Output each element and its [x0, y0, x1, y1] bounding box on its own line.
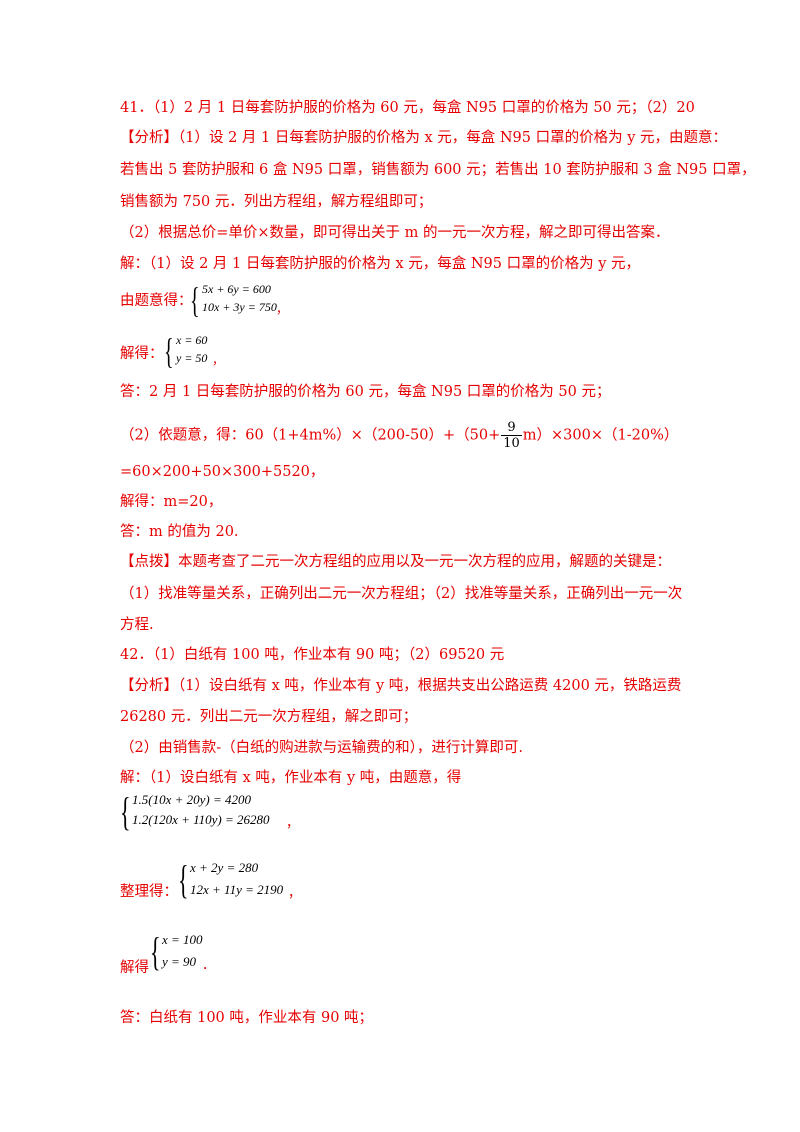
q42-solve-label: 解得: [120, 960, 149, 976]
brace-icon: {: [120, 789, 131, 834]
q41-answer: 41．（1）2 月 1 日每套防护服的价格为 60 元，每盒 N95 口罩的价格…: [120, 100, 695, 116]
analysis-tag: 【分析】: [120, 678, 178, 694]
part2-text-a: （2）依题意，得：60（1+4m%）×（200-50）+（50+: [120, 427, 501, 444]
comma: ，: [212, 353, 225, 367]
brace-icon: {: [150, 929, 161, 974]
equation: 10x + 3y = 750: [202, 300, 277, 314]
equation: x = 60: [176, 333, 208, 347]
q42-simplify-label: 整理得：: [120, 884, 178, 900]
q42-analysis-line-1: 【分析】（1）设白纸有 x 吨，作业本有 y 吨，根据共支出公路运费 4200 …: [120, 676, 681, 696]
q41-solve-label: 解得：: [120, 346, 164, 362]
analysis-tag: 【分析】: [120, 130, 178, 146]
equation: 1.5(10x + 20y) = 4200: [132, 792, 251, 807]
q42-analysis-line-2: 26280 元．列出二元一次方程组，解之即可；: [120, 709, 418, 725]
equation: x = 100: [162, 932, 203, 947]
q41-comment-line-2: （1）找准等量关系，正确列出二元一次方程组；（2）找准等量关系，正确列出一元一次: [120, 586, 683, 602]
q42-simplify-system: { x + 2y = 280 12x + 11y = 2190 ，: [178, 860, 318, 904]
q41-setup-label: 由题意得：: [120, 293, 193, 309]
brace-icon: {: [164, 331, 174, 371]
fraction-numerator: 9: [501, 420, 522, 436]
brace-icon: {: [190, 280, 200, 320]
analysis-text: （1）设白纸有 x 吨，作业本有 y 吨，根据共支出公路运费 4200 元，铁路…: [178, 678, 682, 694]
q41-setup-system: { 5x + 6y = 600 10x + 3y = 750 ，: [190, 282, 300, 322]
analysis-text: （1）设 2 月 1 日每套防护服的价格为 x 元，每盒 N95 口罩的价格为 …: [178, 130, 728, 146]
q41-comment-line-3: 方程.: [120, 617, 154, 633]
q41-analysis-line-1: 【分析】（1）设 2 月 1 日每套防护服的价格为 x 元，每盒 N95 口罩的…: [120, 128, 727, 148]
q42-analysis-line-3: （2）由销售款-（白纸的购进款与运输费的和），进行计算即可.: [120, 740, 523, 756]
q41-answer-line: 答：2 月 1 日每套防护服的价格为 60 元，每盒 N95 口罩的价格为 50…: [120, 384, 611, 400]
q42-setup-system: { 1.5(10x + 20y) = 4200 1.2(120x + 110y)…: [120, 792, 320, 836]
comment-tag: 【点拨】: [120, 554, 178, 570]
q41-part2-line-e: 答：m 的值为 20.: [120, 524, 239, 540]
part2-text-b: m）×300×（1-20%）: [522, 427, 679, 444]
q41-part2-line-c: =60×200+50×300+5520，: [120, 464, 325, 480]
equation: y = 50: [176, 351, 208, 365]
q42-solution-line-1: 解：（1）设白纸有 x 吨，作业本有 y 吨，由题意，得: [120, 770, 462, 786]
equation: x + 2y = 280: [190, 860, 259, 875]
q42-answer: 42．（1）白纸有 100 吨，作业本有 90 吨；（2）69520 元: [120, 647, 505, 663]
equation: 12x + 11y = 2190: [190, 882, 284, 897]
q41-analysis-line-2: 若售出 5 套防护服和 6 盒 N95 口罩，销售额为 600 元；若售出 10…: [120, 162, 756, 178]
comma: ，: [286, 815, 300, 830]
q41-solution-line-1: 解：（1）设 2 月 1 日每套防护服的价格为 x 元，每盒 N95 口罩的价格…: [120, 256, 641, 272]
brace-icon: {: [178, 857, 189, 902]
q41-comment-line-1: 【点拨】本题考查了二元一次方程组的应用以及一元一次方程的应用，解题的关键是：: [120, 552, 671, 572]
fraction-denominator: 10: [503, 436, 520, 451]
equation: 5x + 6y = 600: [202, 282, 271, 296]
q41-part2-line-d: 解得：m=20，: [120, 494, 223, 510]
comma: ，: [288, 885, 302, 900]
q42-solve-system: { x = 100 y = 90 ．: [150, 932, 230, 976]
q41-analysis-line-4: （2）根据总价=单价×数量，即可得出关于 m 的一元一次方程，解之即可得出答案．: [120, 225, 670, 241]
equation: y = 90: [162, 954, 197, 969]
comment-text: 本题考查了二元一次方程组的应用以及一元一次方程的应用，解题的关键是：: [178, 554, 671, 570]
comma: ，: [276, 302, 289, 316]
q41-solve-system: { x = 60 y = 50 ，: [164, 333, 254, 373]
q42-answer-line: 答：白纸有 100 吨，作业本有 90 吨；: [120, 1010, 374, 1026]
equation: 1.2(120x + 110y) = 26280: [132, 812, 270, 827]
q41-analysis-line-3: 销售额为 750 元．列出方程组，解方程组即可；: [120, 194, 433, 210]
period: ．: [202, 957, 216, 972]
